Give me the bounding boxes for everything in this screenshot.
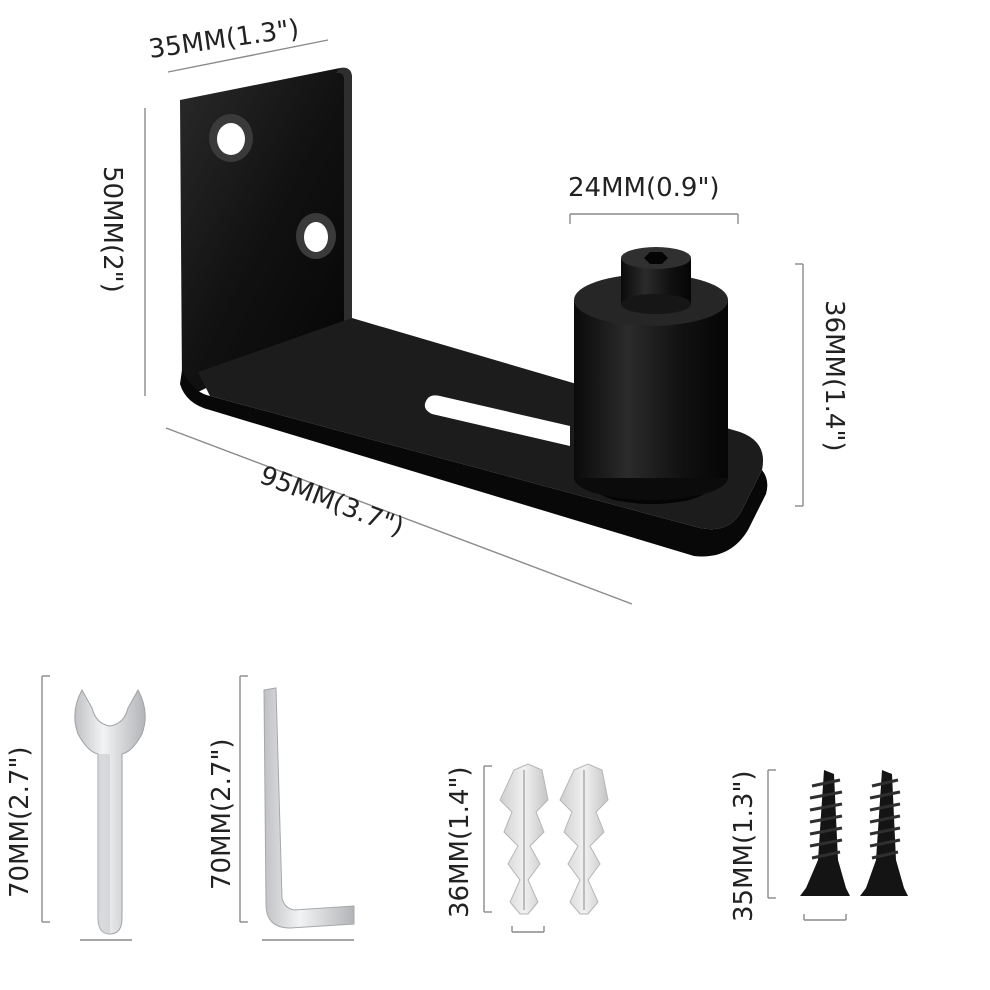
wall-anchor: [499, 763, 549, 915]
dimension-bracket-height: 50MM(2"): [97, 166, 127, 293]
dimension-screw-length: 35MM(1.3"): [729, 770, 759, 922]
dimension-hex-key-length: 70MM(2.7"): [207, 738, 237, 890]
screw: [800, 770, 850, 896]
hex-key: [239, 675, 355, 941]
door-guide-bracket: [180, 67, 768, 557]
dimension-lines: [144, 39, 804, 605]
roller: [574, 247, 728, 504]
wall-anchor: [559, 763, 609, 915]
dimension-roller-width: 24MM(0.9"): [568, 173, 720, 203]
wrench: [41, 675, 146, 941]
dimension-anchor-length: 36MM(1.4"): [445, 766, 475, 918]
dimension-roller-height: 36MM(1.4"): [819, 300, 849, 452]
dimension-bracket-width: 35MM(1.3"): [147, 14, 301, 65]
anchor-dimension-lines: [483, 765, 545, 933]
dimension-wrench-length: 70MM(2.7"): [5, 746, 35, 898]
dimension-base-length: 95MM(3.7"): [255, 461, 407, 543]
screw-dimension-lines: [767, 769, 847, 921]
adjustment-slot: [424, 395, 570, 446]
screw: [860, 770, 908, 896]
